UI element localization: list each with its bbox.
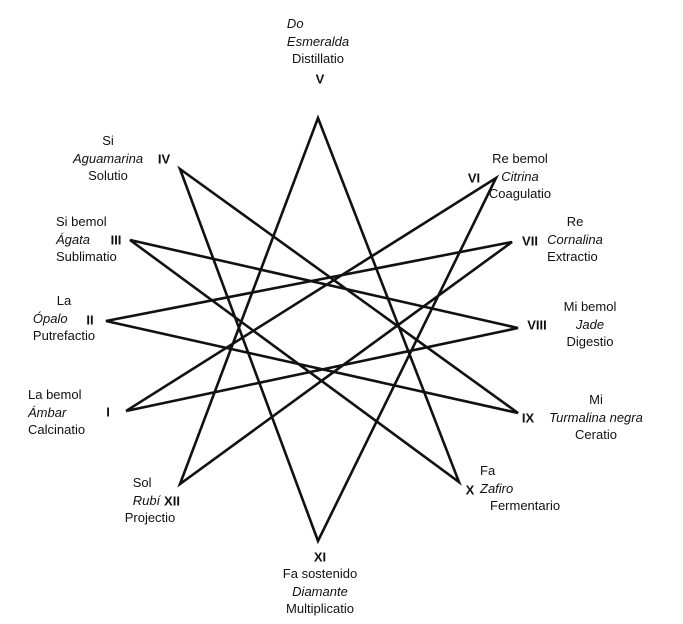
operation-name: Ceratio — [575, 427, 617, 442]
note-name: Fa sostenido — [282, 566, 358, 581]
numeral-iv: IV — [157, 151, 171, 167]
operation-name: Solutio — [88, 168, 128, 183]
operation-name: Putrefactio — [32, 328, 96, 343]
note-name: La — [56, 293, 72, 308]
numeral-vi: VI — [467, 170, 481, 186]
note-name: Fa — [480, 463, 496, 478]
label-xi: Fa sostenido Diamante Multiplicatio — [283, 565, 357, 618]
label-iv: Si Aguamarina Solutio — [73, 132, 143, 185]
numeral-i: I — [106, 404, 110, 420]
numeral-v: V — [315, 71, 325, 87]
operation-name: Sublimatio — [56, 249, 117, 264]
stone-name: Rubí — [132, 492, 161, 508]
operation-name: Projectio — [124, 510, 176, 525]
note-name: La bemol — [28, 387, 82, 402]
operation-name: Coagulatio — [488, 186, 552, 201]
label-x: Fa Zafiro Fermentario — [480, 462, 560, 515]
numeral-xii: XII — [164, 493, 180, 509]
numeral-xi: XI — [313, 549, 327, 565]
operation-name: Extractio — [547, 249, 598, 264]
star-polygon-line — [105, 114, 519, 545]
stone-name: Ópalo — [32, 310, 68, 326]
numeral-ix: IX — [521, 410, 535, 426]
note-name: Re — [566, 214, 584, 229]
stone-name: Jade — [575, 316, 605, 332]
stone-name: Aguamarina — [72, 150, 144, 166]
label-vi: Re bemol Citrina Coagulatio — [489, 150, 551, 203]
stone-name: Citrina — [501, 168, 539, 184]
label-xii: Sol Rubí Projectio — [125, 474, 176, 527]
label-v: Do Esmeralda Distillatio — [287, 15, 349, 68]
note-name: Si bemol — [56, 214, 107, 229]
label-ix: Mi Turmalina negra Ceratio — [549, 391, 643, 444]
operation-name: Digestio — [566, 334, 614, 349]
note-name: Mi — [589, 392, 603, 407]
numeral-viii: VIII — [527, 317, 547, 333]
label-iii: Si bemol Ágata Sublimatio — [56, 213, 117, 266]
note-name: Si — [102, 133, 114, 148]
note-name: Sol — [132, 475, 152, 490]
numeral-x: X — [465, 482, 475, 498]
numeral-iii: III — [110, 232, 122, 248]
stone-name: Cornalina — [547, 231, 603, 247]
stone-name: Esmeralda — [286, 33, 350, 49]
stone-name: Do — [286, 16, 304, 31]
label-viii: Mi bemol Jade Digestio — [564, 298, 617, 351]
operation-name: Calcinatio — [28, 422, 86, 437]
operation-name: Multiplicatio — [286, 601, 354, 616]
note-name: Mi bemol — [563, 299, 617, 314]
label-ii: La Ópalo Putrefactio — [33, 292, 95, 345]
operation-name: Fermentario — [490, 498, 561, 513]
stone-name: Turmalina negra — [549, 409, 643, 425]
stone-name: Ágata — [56, 231, 90, 247]
operation-name: Distillatio — [291, 51, 345, 66]
stone-name: Ámbar — [28, 404, 67, 420]
numeral-vii: VII — [522, 233, 538, 249]
label-i: La bemol Ámbar Calcinatio — [28, 386, 85, 439]
stone-name: Diamante — [292, 583, 348, 599]
label-vii: Re Cornalina Extractio — [547, 213, 603, 266]
note-name: Re bemol — [492, 151, 548, 166]
stone-name: Zafiro — [480, 480, 514, 496]
numeral-ii: II — [86, 312, 94, 328]
